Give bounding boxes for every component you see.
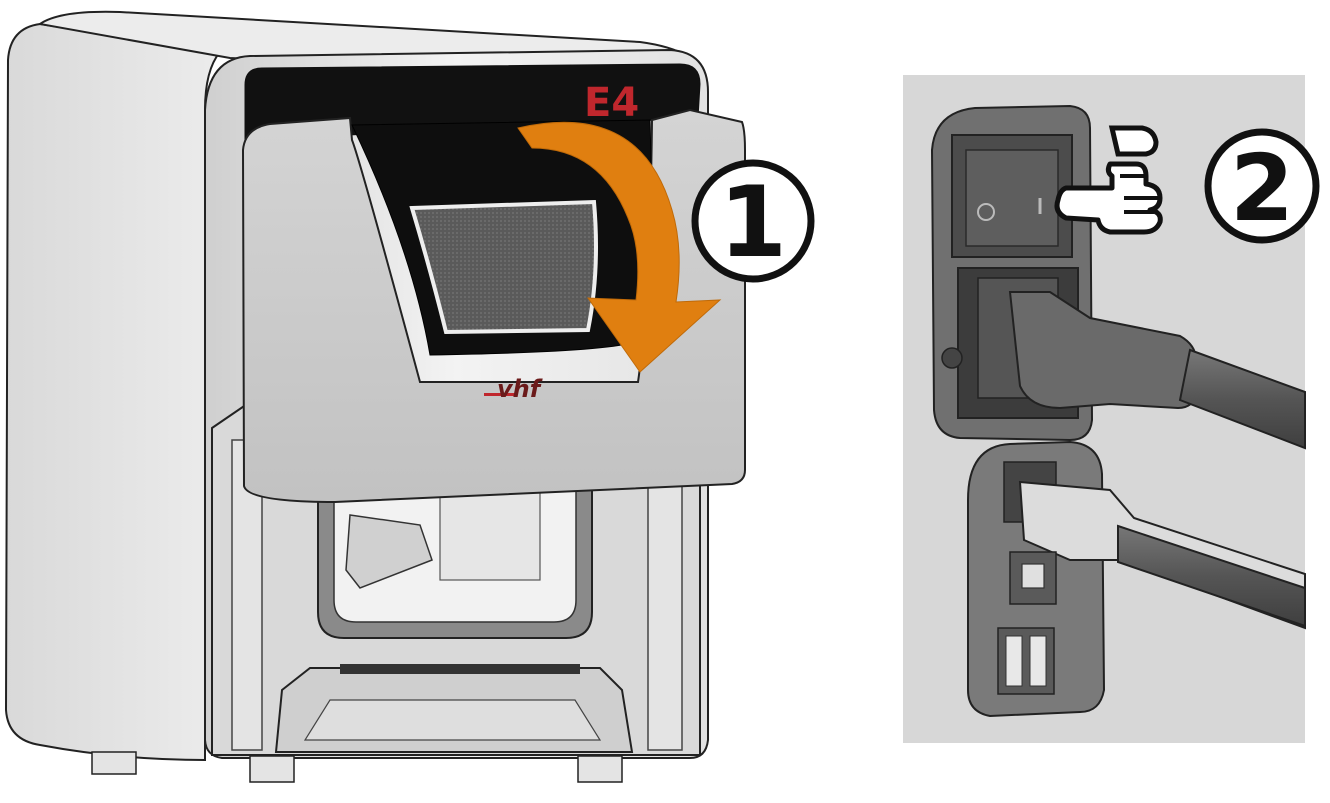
model-label: E4 xyxy=(584,80,639,126)
machine-side-panel xyxy=(4,22,222,762)
rocker-switch-icon xyxy=(951,134,1073,258)
step-2-number: 2 xyxy=(1230,135,1294,242)
power-plug-icon xyxy=(941,267,1306,450)
milling-machine: E4 vhf 1 xyxy=(4,10,815,783)
step-1-number: 1 xyxy=(719,166,787,280)
step-2-marker: 2 xyxy=(1204,128,1320,244)
door-screen xyxy=(409,199,598,335)
usb-b-port-icon xyxy=(1009,551,1057,605)
spindle-holder xyxy=(345,514,433,589)
brand-label: vhf xyxy=(497,375,543,403)
foot-front-left xyxy=(249,755,295,783)
step-1-marker: 1 xyxy=(691,159,815,283)
pointing-hand-icon xyxy=(1054,125,1163,235)
base-slot xyxy=(340,664,580,674)
rear-panel: 2 xyxy=(903,75,1320,743)
ethernet-port-icon xyxy=(1003,461,1306,630)
base-center xyxy=(303,699,602,741)
foot-left xyxy=(91,751,137,775)
curved-arrow-icon xyxy=(517,121,722,373)
brand-logo: vhf xyxy=(484,375,543,403)
foot-front-right xyxy=(577,755,623,783)
usb-a-port-icon xyxy=(997,627,1055,695)
